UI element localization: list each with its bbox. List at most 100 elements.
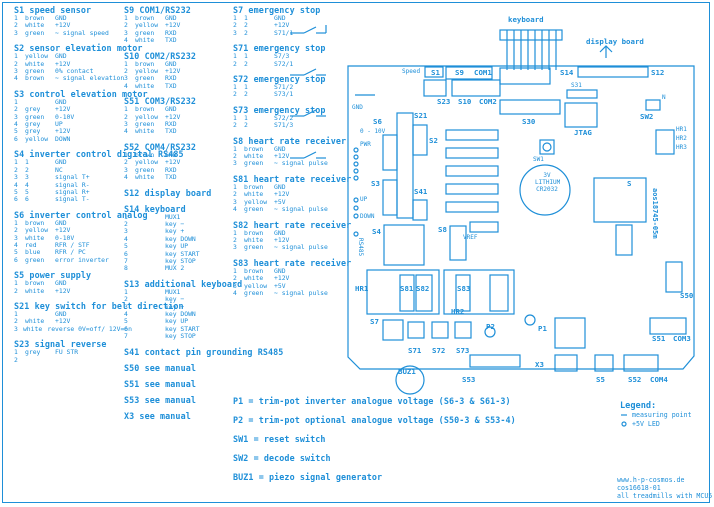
wire-color: brown [25, 74, 45, 83]
connector-title: S7 emergency stop [233, 5, 321, 15]
label-buz1: BUZ1 [398, 367, 416, 376]
keyboard-pins [499, 29, 563, 70]
label-s9: S9 [455, 68, 464, 77]
component-note: P1 = trim-pot inverter analogue voltage … [233, 396, 511, 406]
label-down: DOWN [360, 213, 375, 220]
signal-name: +12V [274, 21, 290, 30]
wire-color: green [25, 28, 45, 37]
label-s6: S6 [373, 117, 382, 126]
signal-name: key DOWN [165, 234, 196, 243]
pin-number: 1 [233, 83, 237, 92]
pin-number: 4 [124, 81, 128, 90]
s73-connector [454, 321, 472, 339]
label-s14: S14 [560, 68, 574, 77]
pin-number: 8 [124, 264, 128, 273]
label-s: S [627, 179, 632, 188]
wire-color: 1 [25, 158, 29, 167]
signal-name: RXD [165, 165, 177, 174]
connector-title: S82 heart rate receiver [233, 219, 352, 230]
pin-number: 2 [233, 21, 237, 30]
wire-color: green [135, 74, 155, 83]
signal-name: signal R+ [55, 187, 90, 196]
wire-color: white [135, 81, 155, 90]
ic-small [615, 224, 633, 256]
hr2-connector [489, 274, 509, 312]
signal-name: GND [55, 14, 67, 22]
label-s3: S3 [371, 179, 380, 188]
connector-title: S5 power supply [14, 270, 92, 281]
label-s10: S10 [458, 97, 472, 106]
pin-number: 3 [14, 324, 18, 333]
s52-connector [623, 354, 659, 372]
wire-color: white [25, 286, 45, 295]
signal-name: GND [165, 14, 177, 22]
signal-name: signal T- [55, 195, 90, 204]
s81-connector [399, 274, 415, 312]
s7-connector [382, 319, 404, 341]
signal-name: RXD [165, 28, 177, 37]
chip-4 [445, 183, 499, 195]
label-p1: P1 [538, 324, 547, 333]
chip-5 [445, 201, 499, 213]
signal-name: GND [55, 97, 67, 106]
signal-name: MUX1 [165, 212, 181, 221]
signal-name: reverse 0V=off/ 12V=on [47, 324, 132, 333]
mcu-chip [593, 177, 647, 223]
label-chip: aos18745-05m [651, 188, 659, 239]
pin-number: 1 [124, 105, 128, 114]
signal-name: GND [55, 279, 67, 288]
signal-name: RFR / PC [55, 248, 86, 257]
signal-name: ∼ signal pulse [274, 243, 328, 252]
label-s51: S51 [652, 334, 666, 343]
chip-2 [445, 147, 499, 159]
pin-number: 3 [124, 74, 128, 83]
pin-number: 2 [14, 226, 18, 235]
connector-title: S83 heart rate receiver [233, 257, 352, 268]
pin-number: 1 [124, 59, 128, 68]
connector-section: X3 see manual [124, 411, 232, 427]
pin-number: 4 [233, 288, 237, 297]
s53-connector [469, 354, 521, 368]
pin-number: 3 [124, 227, 128, 236]
signal-name: key START [165, 324, 200, 333]
wire-color: white [25, 317, 45, 326]
connector-title: S50 see manual [124, 362, 196, 373]
label-n: N [662, 94, 666, 101]
wire-color: brown [135, 150, 155, 159]
switch-symbol-s71 [290, 68, 326, 76]
wire-color: 1 [244, 113, 248, 122]
pin-number: 7 [124, 256, 128, 265]
pin-number: 1 [233, 113, 237, 122]
connector-title: S51 see manual [124, 378, 196, 389]
pin-number: 6 [124, 249, 128, 258]
regulator [554, 317, 586, 349]
label-s73: S73 [456, 346, 470, 355]
label-s31: S31 [571, 82, 582, 89]
pin-number: 2 [14, 59, 18, 68]
pin-number: 1 [233, 228, 237, 237]
s82-connector [415, 274, 433, 312]
